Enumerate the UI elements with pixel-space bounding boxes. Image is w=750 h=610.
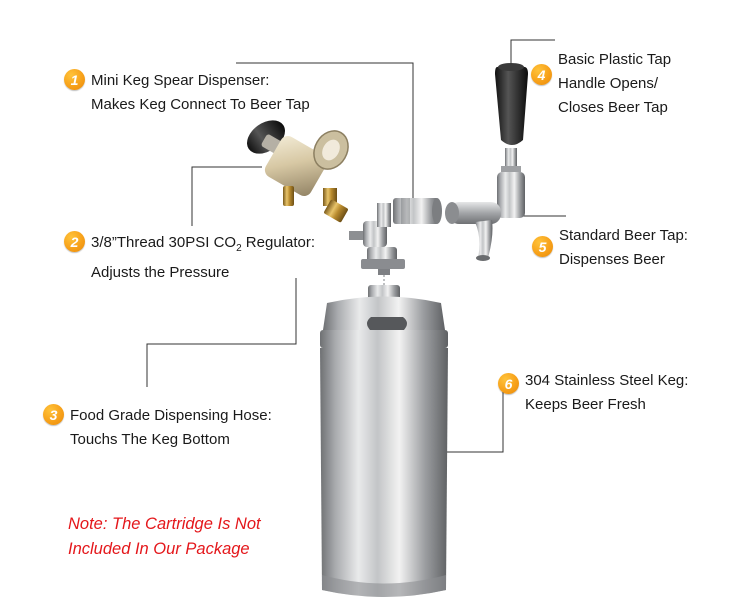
callout-line-part: 3/8”Thread 30PSI CO: [91, 234, 237, 251]
callout-line: Mini Keg Spear Dispenser:: [91, 72, 270, 89]
callout-text: 304 Stainless Steel Keg: Keeps Beer Fres…: [525, 369, 688, 417]
note-line: Note: The Cartridge Is Not: [68, 515, 261, 533]
callout-line: Touchs The Keg Bottom: [70, 431, 230, 448]
callout-line: 304 Stainless Steel Keg:: [525, 372, 689, 389]
leader-line-1: [236, 62, 414, 205]
callout-number-badge: 2: [64, 231, 85, 252]
callout-3: 3 Food Grade Dispensing Hose: Touchs The…: [43, 404, 272, 452]
co2-regulator-icon: [247, 120, 349, 223]
leader-lines: [146, 39, 566, 453]
callout-number-badge: 1: [64, 69, 85, 90]
callout-text: Food Grade Dispensing Hose: Touchs The K…: [70, 404, 272, 452]
callout-text: 3/8”Thread 30PSI CO2 Regulator: Adjusts …: [91, 231, 315, 285]
tap-handle-icon: [495, 63, 528, 172]
callout-5: 5 Standard Beer Tap: Dispenses Beer: [532, 224, 688, 272]
callout-line: Handle Opens/: [558, 75, 659, 92]
leader-line-6: [446, 384, 504, 453]
callout-line: 3/8”Thread 30PSI CO2 Regulator:: [91, 231, 315, 261]
callout-line-part: Regulator:: [241, 234, 316, 251]
callout-2: 2 3/8”Thread 30PSI CO2 Regulator: Adjust…: [64, 231, 315, 285]
callout-line: Closes Beer Tap: [558, 99, 668, 116]
callout-text: Standard Beer Tap: Dispenses Beer: [559, 224, 688, 272]
callout-text: Basic Plastic Tap Handle Opens/ Closes B…: [558, 48, 671, 120]
callout-6: 6 304 Stainless Steel Keg: Keeps Beer Fr…: [498, 369, 688, 417]
note-line: Included In Our Package: [68, 540, 250, 558]
callout-number-badge: 3: [43, 404, 64, 425]
callout-number-badge: 6: [498, 373, 519, 394]
callout-line: Food Grade Dispensing Hose:: [70, 407, 272, 424]
callout-line: Adjusts the Pressure: [91, 264, 230, 281]
beer-faucet-icon: [445, 172, 525, 261]
cartridge-note: Note: The Cartridge Is Not Included In O…: [68, 512, 261, 562]
callout-line: Basic Plastic Tap: [558, 51, 672, 68]
callout-1: 1 Mini Keg Spear Dispenser: Makes Keg Co…: [64, 69, 310, 117]
leader-line-2: [191, 166, 262, 226]
callout-line: Dispenses Beer: [559, 251, 665, 268]
callout-line: Keeps Beer Fresh: [525, 396, 646, 413]
callout-number-badge: 4: [531, 64, 552, 85]
callout-text: Mini Keg Spear Dispenser: Makes Keg Conn…: [91, 69, 310, 117]
callout-number-badge: 5: [532, 236, 553, 257]
leader-line-3: [146, 278, 297, 387]
leader-line-4: [510, 39, 555, 67]
spear-dispenser-icon: [349, 198, 442, 275]
steel-keg-icon: [320, 285, 448, 597]
callout-4: 4 Basic Plastic Tap Handle Opens/ Closes…: [531, 48, 671, 120]
co2-subscript: 2: [236, 243, 242, 254]
callout-line: Standard Beer Tap:: [559, 227, 688, 244]
callout-line: Makes Keg Connect To Beer Tap: [91, 96, 310, 113]
